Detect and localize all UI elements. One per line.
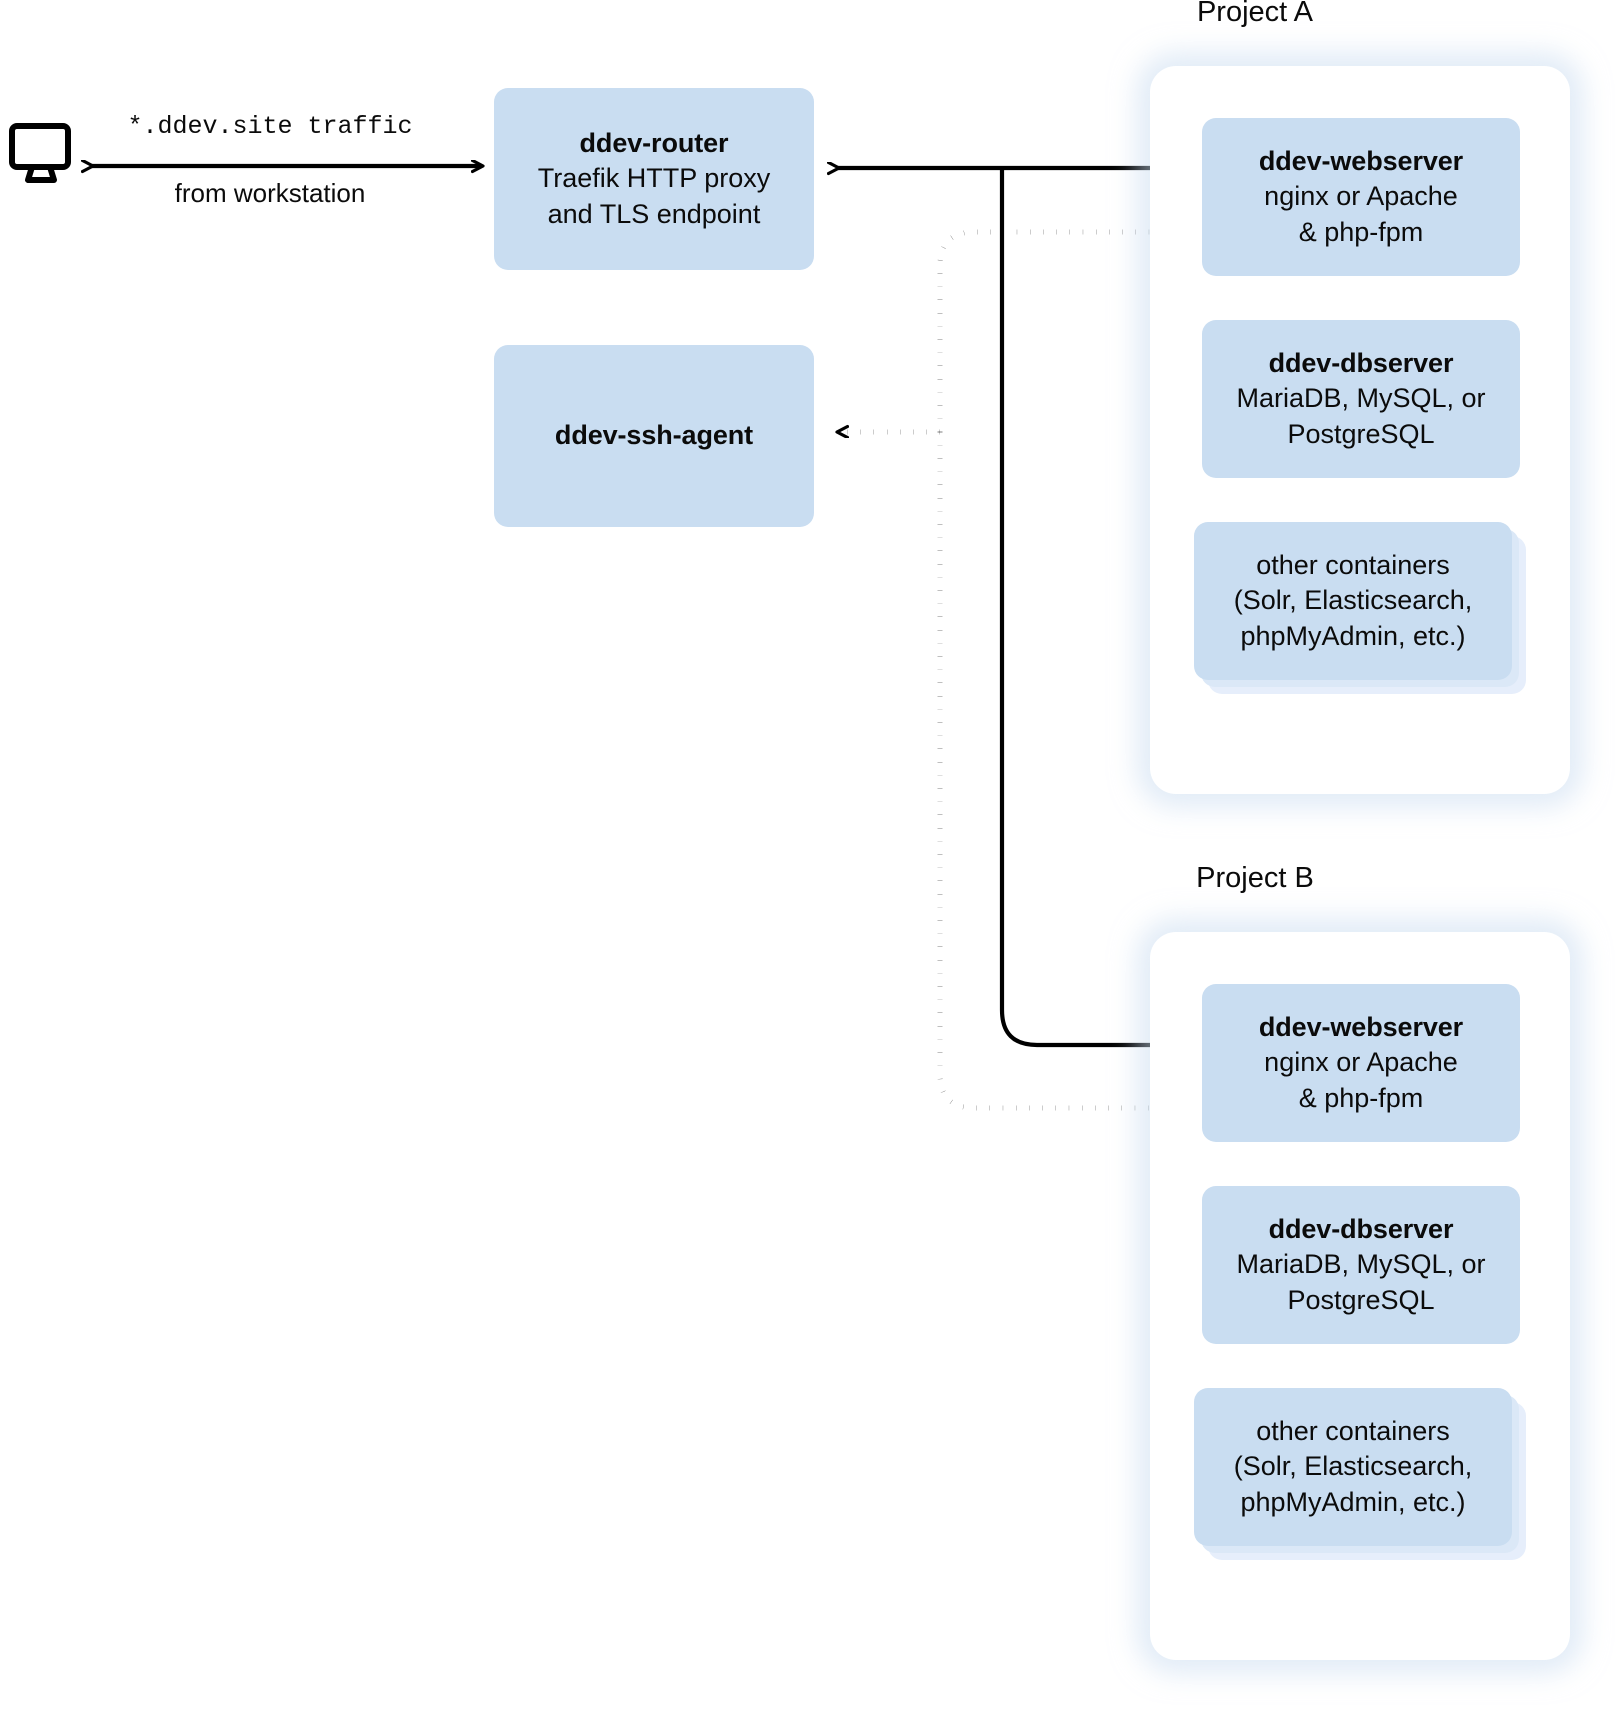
project-b-dbserver-subtitle: MariaDB, MySQL, or PostgreSQL	[1236, 1249, 1486, 1315]
ddev-router-subtitle: Traefik HTTP proxy and TLS endpoint	[537, 163, 771, 229]
ddev-ssh-agent-title: ddev-ssh-agent	[554, 420, 754, 451]
project-b-service-other-containers[interactable]: other containers (Solr, Elasticsearch, p…	[1194, 1388, 1512, 1546]
workstation-traffic-caption: *.ddev.site traffic from workstation	[110, 78, 430, 243]
project-b-dbserver-title: ddev-dbserver	[1268, 1214, 1454, 1245]
service-box-ddev-router[interactable]: ddev-router Traefik HTTP proxy and TLS e…	[494, 88, 814, 270]
caption-line-1: *.ddev.site traffic	[127, 112, 413, 142]
project-b-other-containers-subtitle: other containers (Solr, Elasticsearch, p…	[1233, 1416, 1473, 1517]
project-b-webserver-subtitle: nginx or Apache & php-fpm	[1264, 1047, 1458, 1113]
edge-ssh-agent-webserver-b	[937, 432, 1182, 1108]
project-label-b: Project B	[1196, 862, 1314, 894]
project-b-service-webserver[interactable]: ddev-webserver nginx or Apache & php-fpm	[1202, 984, 1520, 1142]
project-a-dbserver-subtitle: MariaDB, MySQL, or PostgreSQL	[1236, 383, 1486, 449]
caption-line-2: from workstation	[174, 177, 366, 208]
project-a-service-dbserver[interactable]: ddev-dbserver MariaDB, MySQL, or Postgre…	[1202, 320, 1520, 478]
service-box-ddev-ssh-agent[interactable]: ddev-ssh-agent	[494, 345, 814, 527]
ddev-router-title: ddev-router	[579, 128, 729, 159]
project-a-dbserver-title: ddev-dbserver	[1268, 348, 1454, 379]
project-a-webserver-title: ddev-webserver	[1258, 146, 1464, 177]
edge-ssh-agent-webserver-a	[937, 232, 1182, 432]
workstation-monitor	[8, 120, 74, 186]
project-b-service-dbserver[interactable]: ddev-dbserver MariaDB, MySQL, or Postgre…	[1202, 1186, 1520, 1344]
project-a-other-containers-subtitle: other containers (Solr, Elasticsearch, p…	[1233, 550, 1473, 651]
project-b-webserver-title: ddev-webserver	[1258, 1012, 1464, 1043]
project-a-service-other-containers[interactable]: other containers (Solr, Elasticsearch, p…	[1194, 522, 1512, 680]
project-a-webserver-subtitle: nginx or Apache & php-fpm	[1264, 181, 1458, 247]
desktop-monitor-icon	[9, 123, 71, 183]
project-label-a: Project A	[1196, 0, 1314, 28]
project-a-service-webserver[interactable]: ddev-webserver nginx or Apache & php-fpm	[1202, 118, 1520, 276]
